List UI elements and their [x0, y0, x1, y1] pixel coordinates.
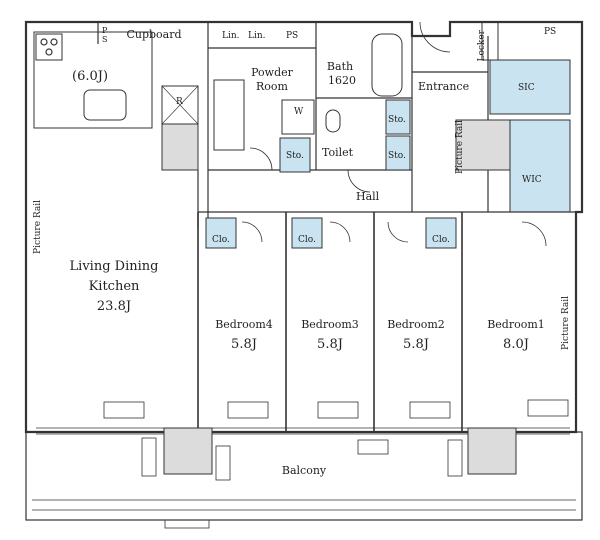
ps-label-2: PS: [544, 27, 557, 37]
bedroom3-name: Bedroom3: [301, 318, 359, 331]
sto-hall-label-1: Sto.: [388, 115, 406, 125]
balcony-outline: [25, 431, 583, 521]
washer-label: W: [294, 107, 304, 117]
ldk-name-1: Living Dining: [69, 259, 159, 274]
bedroom3-size: 5.8J: [317, 337, 343, 352]
picture-rail-ldk: Picture Rail: [33, 200, 43, 254]
stove: [35, 33, 63, 61]
vent-b4: [227, 401, 269, 419]
picture-rail-bed1: Picture Rail: [561, 296, 571, 350]
vent-b3: [317, 401, 359, 419]
locker-label: Locker: [477, 30, 487, 62]
balcony-bin-1: [141, 437, 157, 477]
sink: [83, 89, 127, 121]
refrigerator-label: R: [176, 97, 183, 107]
lin-label-2: Lin.: [248, 31, 266, 41]
washer: [281, 99, 315, 135]
closet-b2: [425, 217, 457, 249]
balcony-bin-2: [215, 445, 231, 481]
bedroom2-name: Bedroom2: [387, 318, 445, 331]
lin-label-1: Lin.: [222, 31, 240, 41]
bedroom4-size: 5.8J: [231, 337, 257, 352]
powder-line-1: Powder: [251, 66, 293, 79]
ac-unit-1: [163, 427, 213, 475]
balcony-railing: [32, 499, 576, 511]
vent-ldk: [103, 401, 145, 419]
bedroom4-name: Bedroom4: [215, 318, 273, 331]
sic-label: SIC: [518, 83, 535, 93]
hall-sto-2: [385, 135, 411, 171]
bathtub: [371, 33, 403, 97]
clo-label-b3: Clo.: [298, 235, 316, 245]
bedroom1-name: Bedroom1: [487, 318, 545, 331]
picture-rail-entrance: Picture Rail: [455, 120, 465, 174]
locker: [481, 21, 499, 61]
bath-size: 1620: [328, 74, 356, 87]
closet-b4: [205, 217, 237, 249]
entrance-name: Entrance: [418, 80, 470, 93]
sto-hall-label-2: Sto.: [388, 151, 406, 161]
balcony-bin-4: [447, 439, 463, 477]
sto-toilet-label: Sto.: [286, 151, 304, 161]
bath-name: Bath: [326, 60, 354, 73]
bedroom2-size: 5.8J: [403, 337, 429, 352]
wic-box: [509, 119, 571, 213]
vent-b2: [409, 401, 451, 419]
ac-unit-2: [467, 427, 517, 475]
vanity: [213, 79, 245, 151]
balcony-name: Balcony: [281, 464, 327, 477]
clo-label-b4: Clo.: [212, 235, 230, 245]
ps-label-1: PS: [286, 31, 299, 41]
ldk-name-2: Kitchen: [88, 279, 140, 294]
pantry: [161, 123, 199, 171]
balcony-drain: [164, 519, 210, 529]
sic-box: [489, 59, 571, 115]
powder-line-2: Room: [256, 80, 288, 93]
kitchen-size: (6.0J): [72, 69, 109, 84]
bedroom1-size: 8.0J: [503, 337, 529, 352]
ldk-size: 23.8J: [96, 299, 132, 314]
closet-b3: [291, 217, 323, 249]
clo-label-b2: Clo.: [432, 235, 450, 245]
toilet-name: Toilet: [322, 146, 354, 159]
toilet-bowl: [325, 109, 341, 133]
toilet-sto: [279, 137, 311, 173]
balcony-bin-3: [357, 439, 389, 455]
powder-wall: [208, 22, 412, 171]
hall-sto-1: [385, 99, 411, 135]
cupboard-label: Cupboard: [126, 28, 182, 41]
bedroom-wall: [197, 212, 463, 432]
hall-name: Hall: [356, 190, 380, 203]
wic-label: WIC: [522, 175, 542, 185]
ps-small-label: P S: [102, 26, 108, 44]
vent-b1: [527, 399, 569, 417]
entrance-step: [455, 119, 511, 171]
kitchen-counter: [33, 31, 153, 129]
